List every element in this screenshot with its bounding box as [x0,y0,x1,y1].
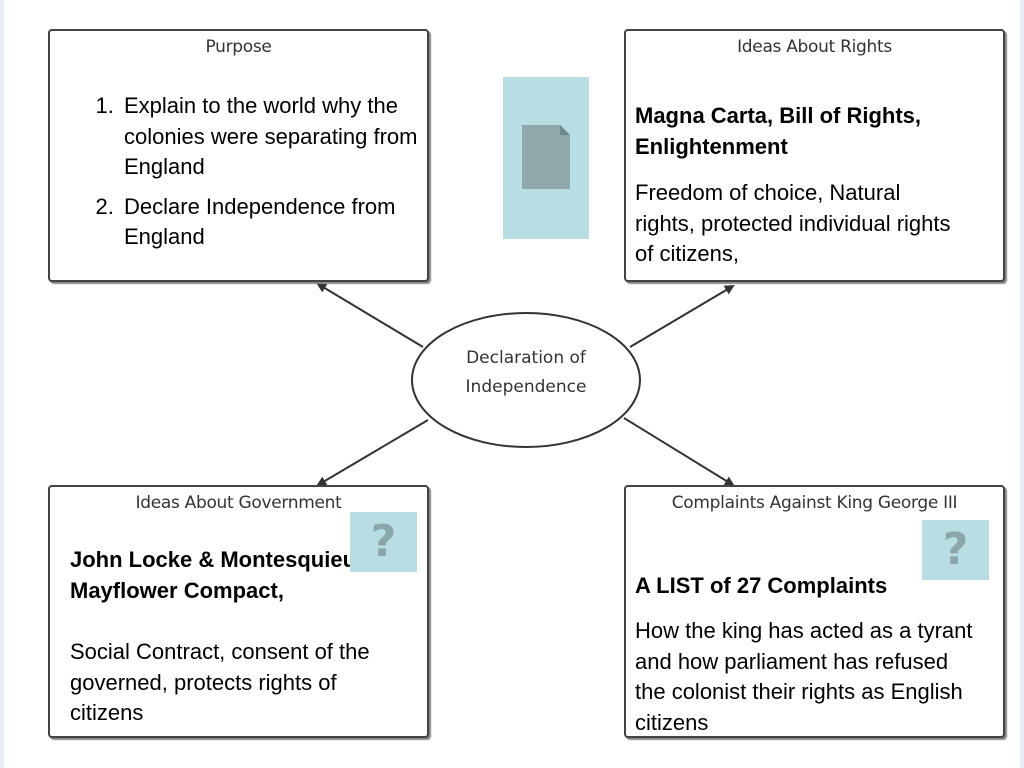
complaints-title: Complaints Against King George III [671,493,958,513]
document-icon [522,125,570,189]
right-edge-strip [1020,0,1024,768]
complaints-heading: A LIST of 27 Complaints [635,573,888,598]
question-tile-government[interactable]: ? [350,512,417,572]
arrow-to-purpose [316,282,424,348]
center-label: Declaration of Independence [412,344,640,402]
complaints-text: How the king has acted as a tyrant and h… [635,618,973,735]
purpose-list: Explain to the world why the colonies we… [84,91,450,262]
question-tile-complaints[interactable]: ? [922,520,989,580]
purpose-title: Purpose [205,37,272,57]
center-label-line2: Independence [465,377,587,397]
question-icon: ? [370,516,397,567]
arrow-to-complaints [623,417,735,487]
government-title: Ideas About Government [135,493,342,513]
government-text: Social Contract, consent of the governed… [70,639,370,725]
document-tile[interactable] [503,77,589,239]
rights-box: Ideas About Rights Magna Carta, Bill of … [624,29,1005,282]
purpose-item: Explain to the world why the colonies we… [120,91,450,183]
purpose-box: Purpose Explain to the world why the col… [48,29,429,282]
question-icon: ? [942,524,969,575]
rights-heading: Magna Carta, Bill of Rights, Enlightenme… [635,103,922,159]
center-label-line1: Declaration of [466,348,586,368]
arrow-to-rights [629,284,735,348]
arrow-to-government [316,419,429,487]
center-ellipse [411,312,641,448]
purpose-item: Declare Independence from England [120,192,450,253]
rights-text: Freedom of choice, Natural rights, prote… [635,180,951,266]
rights-title: Ideas About Rights [737,37,892,57]
government-heading: John Locke & Montesquieu, Mayflower Comp… [70,547,363,603]
left-edge-strip [0,0,4,768]
